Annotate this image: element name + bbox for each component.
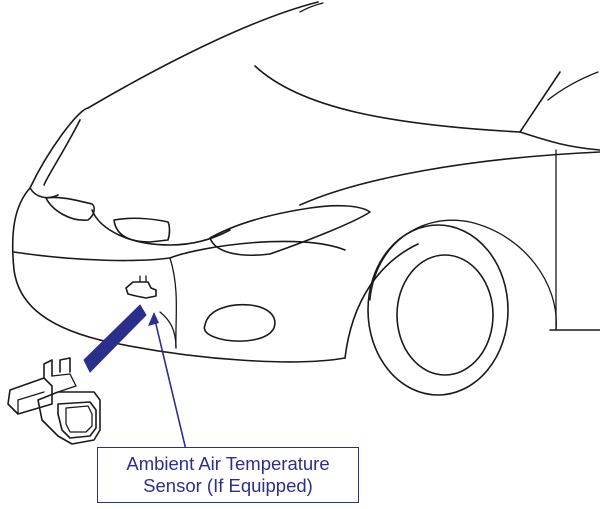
callout-arrowhead [148,312,159,326]
front-wheel [368,220,556,395]
sensor-callout-label: Ambient Air Temperature Sensor (If Equip… [97,447,359,503]
mounted-sensor [126,276,156,298]
fog-light [204,305,274,341]
bumper-lower-edge [100,340,345,362]
wheel-arch [370,220,556,330]
a-pillar [520,132,600,150]
grille-line [92,210,230,245]
bumper-recess [160,312,176,348]
headlights [46,197,370,255]
sensor-detail [8,358,100,444]
car-body [13,2,600,362]
a-pillar-inner [548,72,598,100]
hood-front-edge [30,188,58,198]
callout-line-1: Ambient Air Temperature [126,453,329,475]
tire-inner [397,255,493,375]
headlight-right [210,206,370,256]
headlight-center [114,218,170,242]
callout-line-2: Sensor (If Equipped) [143,475,313,497]
windshield-left-pillar [88,2,318,108]
headlight-left [46,197,94,220]
callout-leader [154,316,186,450]
hood-centerline [255,66,520,132]
windshield-base [520,72,560,132]
front-fascia-notch [170,258,176,348]
fender-top [300,152,600,205]
